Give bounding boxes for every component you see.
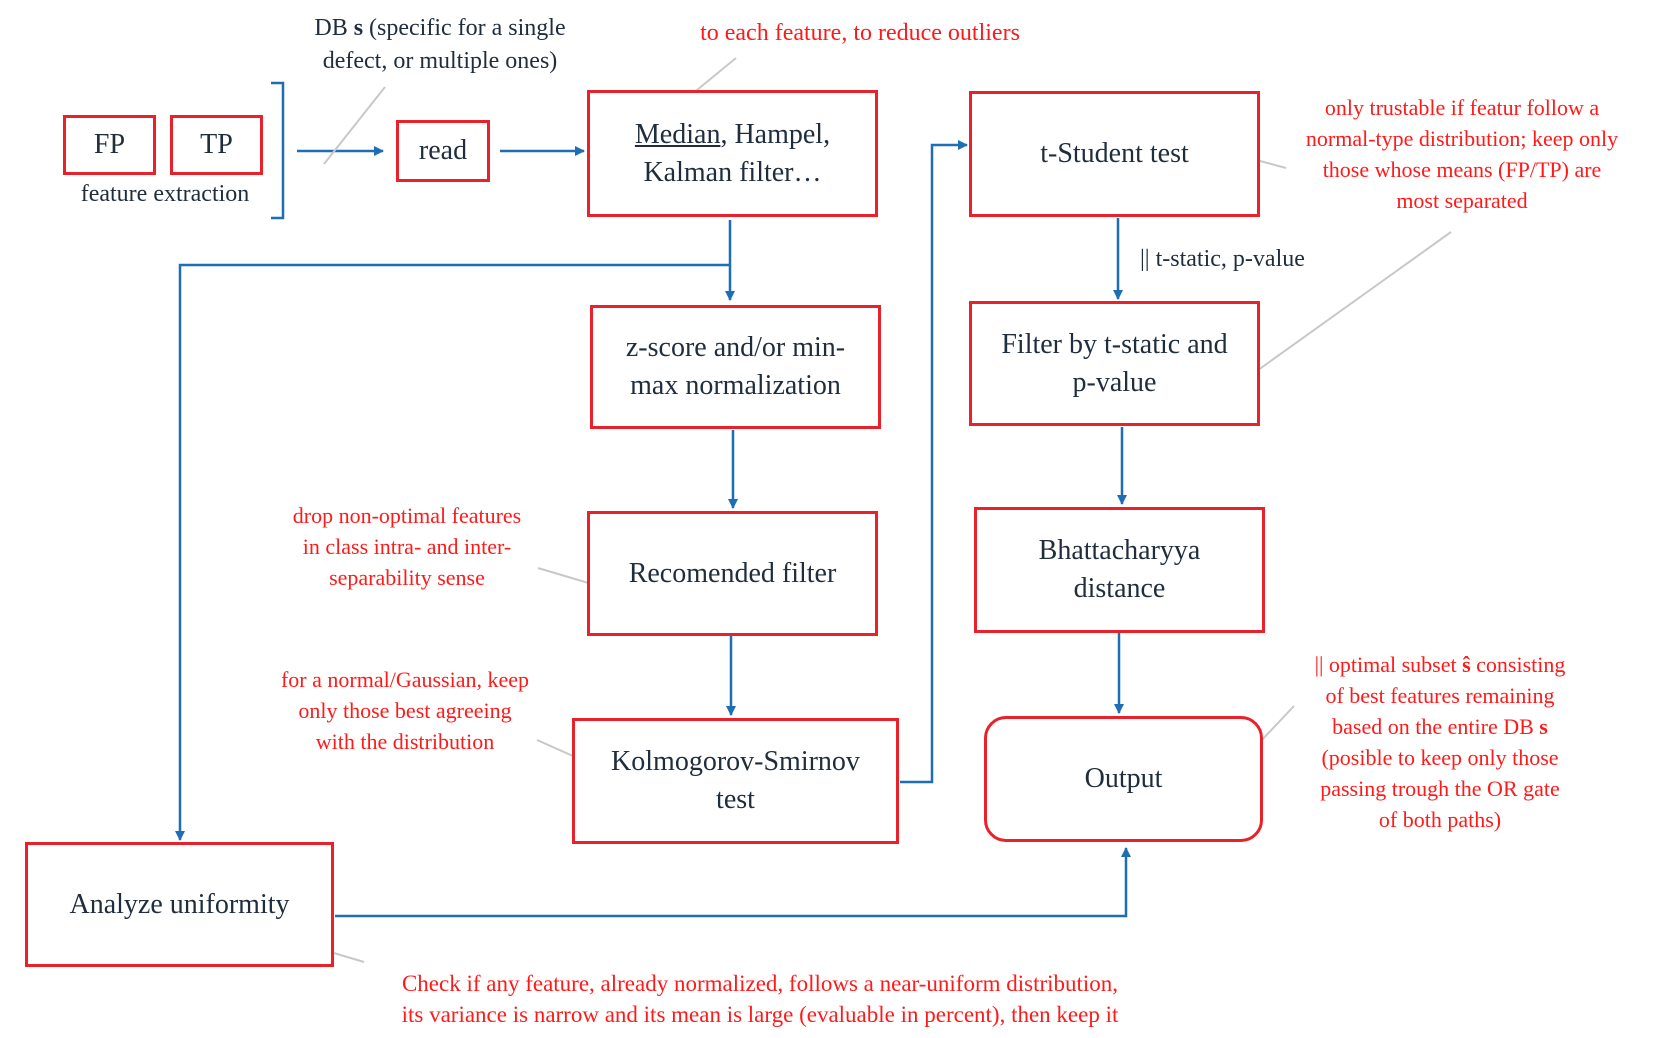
recommended-note-line3: separability sense bbox=[329, 565, 485, 590]
recommended-filter-box[interactable]: Recomended filter bbox=[587, 511, 878, 636]
output-annotation: || optimal subset ŝ consisting of best f… bbox=[1270, 649, 1610, 835]
filter-line2: Kalman filter… bbox=[643, 156, 822, 188]
uniformity-note-line2: its variance is narrow and its mean is l… bbox=[401, 1002, 1119, 1027]
tstudent-note-line4: most separated bbox=[1396, 188, 1528, 213]
tstudent-label: t-Student test bbox=[1040, 138, 1189, 169]
db-line2: defect, or multiple ones) bbox=[322, 48, 558, 74]
db-symbol: s bbox=[353, 15, 364, 41]
fp-box[interactable]: FP bbox=[63, 115, 156, 175]
recommended-note-line1: drop non-optimal features bbox=[292, 503, 522, 528]
output-note-line5: passing trough the OR gate bbox=[1320, 776, 1560, 801]
output-note-symbol: ŝ bbox=[1462, 652, 1471, 677]
read-box[interactable]: read bbox=[396, 120, 490, 182]
leader-line-filter-t bbox=[1239, 231, 1452, 384]
filter-median-label: Median bbox=[634, 118, 721, 150]
uniformity-box[interactable]: Analyze uniformity bbox=[25, 842, 334, 967]
ks-line2: test bbox=[716, 784, 755, 815]
uniformity-label: Analyze uniformity bbox=[69, 888, 290, 920]
tp-label: TP bbox=[200, 129, 233, 160]
bhattacharyya-line1: Bhattacharyya bbox=[1038, 535, 1201, 566]
db-rest: (specific for a single bbox=[363, 15, 566, 41]
leader-line-db bbox=[323, 86, 386, 165]
arrow-ks-to-tstudent bbox=[900, 140, 968, 784]
uniformity-annotation: Check if any feature, already normalized… bbox=[300, 968, 1220, 1030]
db-prefix: DB bbox=[314, 15, 354, 41]
ks-note-line2: only those best agreeing bbox=[298, 698, 512, 723]
filter-t-line1: Filter by t-static and bbox=[1001, 328, 1228, 360]
output-note-line6: of both paths) bbox=[1378, 807, 1502, 832]
tstudent-box[interactable]: t-Student test bbox=[969, 91, 1260, 217]
filter-tstatic-box[interactable]: Filter by t-static and p-value bbox=[969, 301, 1260, 426]
filter-line1-rest: , Hampel, bbox=[720, 118, 831, 150]
output-box[interactable]: Output bbox=[984, 716, 1263, 842]
recommended-filter-label: Recomended filter bbox=[628, 557, 837, 589]
output-note-prefix: || optimal subset bbox=[1314, 652, 1463, 677]
output-note-line3-prefix: based on the entire DB bbox=[1332, 714, 1540, 739]
tp-box[interactable]: TP bbox=[170, 115, 263, 175]
feature-extraction-label: feature extraction bbox=[80, 181, 250, 207]
output-note-line4: (posible to keep only those bbox=[1321, 745, 1559, 770]
normalization-line1: z-score and/or min- bbox=[625, 332, 846, 363]
ks-test-box[interactable]: Kolmogorov-Smirnov test bbox=[572, 718, 899, 844]
arrow-to-uniformity bbox=[175, 263, 730, 841]
output-note-line2: of best features remaining bbox=[1325, 683, 1555, 708]
fp-label: FP bbox=[93, 129, 126, 160]
filter-t-line2: p-value bbox=[1072, 366, 1157, 398]
bhattacharyya-line2: distance bbox=[1073, 573, 1166, 604]
bhattacharyya-box[interactable]: Bhattacharyya distance bbox=[974, 507, 1265, 633]
tstudent-annotation: only trustable if featur follow a normal… bbox=[1272, 92, 1652, 216]
ks-annotation: for a normal/Gaussian, keep only those b… bbox=[245, 664, 565, 757]
uniformity-note-line1: Check if any feature, already normalized… bbox=[401, 971, 1119, 996]
normalization-box[interactable]: z-score and/or min- max normalization bbox=[590, 305, 881, 429]
ks-note-line3: with the distribution bbox=[315, 729, 495, 754]
db-label: DB s (specific for a single defect, or m… bbox=[270, 12, 610, 78]
output-label: Output bbox=[1084, 763, 1163, 794]
arrow-uniformity-to-output bbox=[335, 847, 1131, 918]
tstudent-note-line1: only trustable if featur follow a bbox=[1324, 95, 1600, 120]
ks-line1: Kolmogorov-Smirnov bbox=[611, 746, 860, 777]
filter-box[interactable]: Median, Hampel, Kalman filter… bbox=[587, 90, 878, 217]
normalization-line2: max normalization bbox=[630, 370, 841, 401]
brace-bracket bbox=[271, 81, 285, 220]
t-static-label: || t-static, p-value bbox=[1140, 246, 1305, 272]
tstudent-note-line3: those whose means (FP/TP) are bbox=[1322, 157, 1602, 182]
filter-annotation: to each feature, to reduce outliers bbox=[700, 20, 1020, 46]
tstudent-note-line2: normal-type distribution; keep only bbox=[1305, 126, 1619, 151]
read-label: read bbox=[418, 135, 468, 166]
ks-note-line1: for a normal/Gaussian, keep bbox=[280, 667, 530, 692]
recommended-note-line2: in class intra- and inter- bbox=[302, 534, 512, 559]
output-note-line3-symbol: s bbox=[1539, 714, 1548, 739]
output-note-suffix: consisting bbox=[1470, 652, 1566, 677]
recommended-annotation: drop non-optimal features in class intra… bbox=[252, 500, 562, 593]
